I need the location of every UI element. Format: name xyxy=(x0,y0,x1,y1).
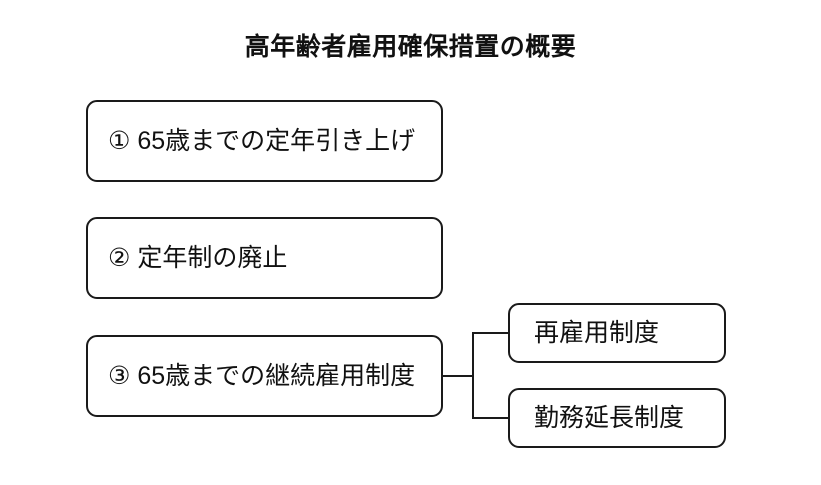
subtype-box-1-label: 再雇用制度 xyxy=(534,318,660,347)
measure-box-1[interactable]: ① 65歳までの定年引き上げ xyxy=(86,100,443,182)
page-title: 高年齢者雇用確保措置の概要 xyxy=(244,33,577,61)
measure-box-1-label: ① 65歳までの定年引き上げ xyxy=(108,126,416,155)
connector-vertical-line xyxy=(472,332,474,419)
connector-branch-top-line xyxy=(472,332,509,334)
subtype-box-1[interactable]: 再雇用制度 xyxy=(508,303,726,363)
measure-box-3-label: ③ 65歳までの継続雇用制度 xyxy=(108,361,416,390)
subtype-box-2[interactable]: 勤務延長制度 xyxy=(508,388,726,448)
measure-box-3[interactable]: ③ 65歳までの継続雇用制度 xyxy=(86,335,443,417)
subtype-box-2-label: 勤務延長制度 xyxy=(534,403,685,432)
measure-box-2-label: ② 定年制の廃止 xyxy=(108,243,288,272)
connector-stub-line xyxy=(443,375,474,377)
measure-box-2[interactable]: ② 定年制の廃止 xyxy=(86,217,443,299)
connector-branch-bottom-line xyxy=(472,417,509,419)
